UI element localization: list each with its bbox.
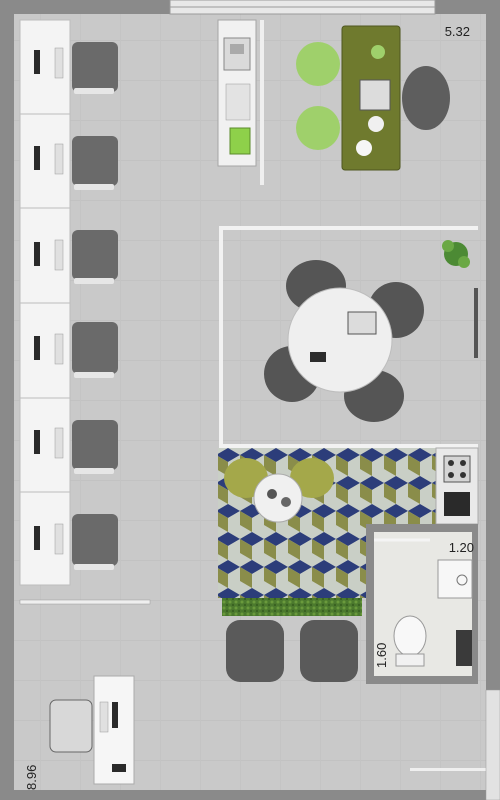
window-right	[485, 689, 500, 800]
workstation-3	[20, 230, 118, 304]
stove-icon	[443, 455, 471, 483]
monitor-icon	[34, 430, 40, 454]
chair-icon	[72, 514, 118, 566]
workstation-2	[20, 136, 118, 209]
workstation-4	[20, 322, 118, 399]
monitor-icon	[34, 526, 40, 550]
dimension-label-bathroom-depth: 1.60	[374, 643, 389, 668]
workstation-column	[19, 19, 118, 586]
keyboard-icon	[54, 333, 64, 365]
lounge-chairs	[226, 620, 358, 682]
chair-icon	[72, 230, 118, 280]
workstation-1	[20, 42, 118, 115]
meeting-room	[219, 226, 478, 448]
chair-icon	[72, 42, 118, 92]
laptop-icon	[359, 79, 391, 111]
keyboard-icon	[99, 701, 109, 733]
director-office	[296, 25, 450, 171]
chair-icon	[290, 458, 334, 498]
plant-icon	[371, 45, 385, 59]
chair-icon	[49, 699, 93, 753]
monitor-icon	[112, 702, 118, 728]
monitor-icon	[34, 242, 40, 266]
dimension-label-left-length: 8.96	[24, 765, 39, 790]
bistro-table	[253, 473, 303, 523]
keyboard-icon	[54, 143, 64, 175]
chair-icon	[72, 420, 118, 470]
workstation-6	[34, 514, 118, 570]
sink-icon	[437, 559, 473, 599]
chair-icon	[72, 136, 118, 186]
plant-icon	[442, 240, 470, 268]
planter	[222, 598, 362, 616]
monitor-icon	[34, 50, 40, 74]
keyboard-icon	[54, 47, 64, 79]
binders-icon	[229, 127, 251, 155]
chair-icon	[300, 620, 358, 682]
round-table	[287, 287, 393, 393]
workstation-5	[20, 420, 118, 493]
keyboard-icon	[54, 523, 64, 555]
storage-cabinet	[217, 19, 264, 185]
laptop-icon	[347, 311, 377, 335]
dimension-label-top-right: 5.32	[445, 24, 470, 39]
chair-icon	[72, 322, 118, 374]
bathroom-floor	[374, 532, 472, 676]
chair-icon	[226, 620, 284, 682]
reception-desk	[49, 675, 135, 785]
door-bottom	[410, 768, 486, 771]
dimension-label-bathroom-width: 1.20	[449, 540, 474, 555]
bathroom	[366, 524, 478, 684]
keyboard-icon	[54, 427, 64, 459]
chair-icon	[296, 42, 340, 86]
monitor-icon	[34, 146, 40, 170]
partition-left	[19, 599, 151, 605]
toilet-icon	[393, 615, 427, 657]
chair-icon	[402, 66, 450, 130]
keyboard-icon	[54, 239, 64, 271]
chair-icon	[296, 106, 340, 150]
monitor-icon	[34, 336, 40, 360]
